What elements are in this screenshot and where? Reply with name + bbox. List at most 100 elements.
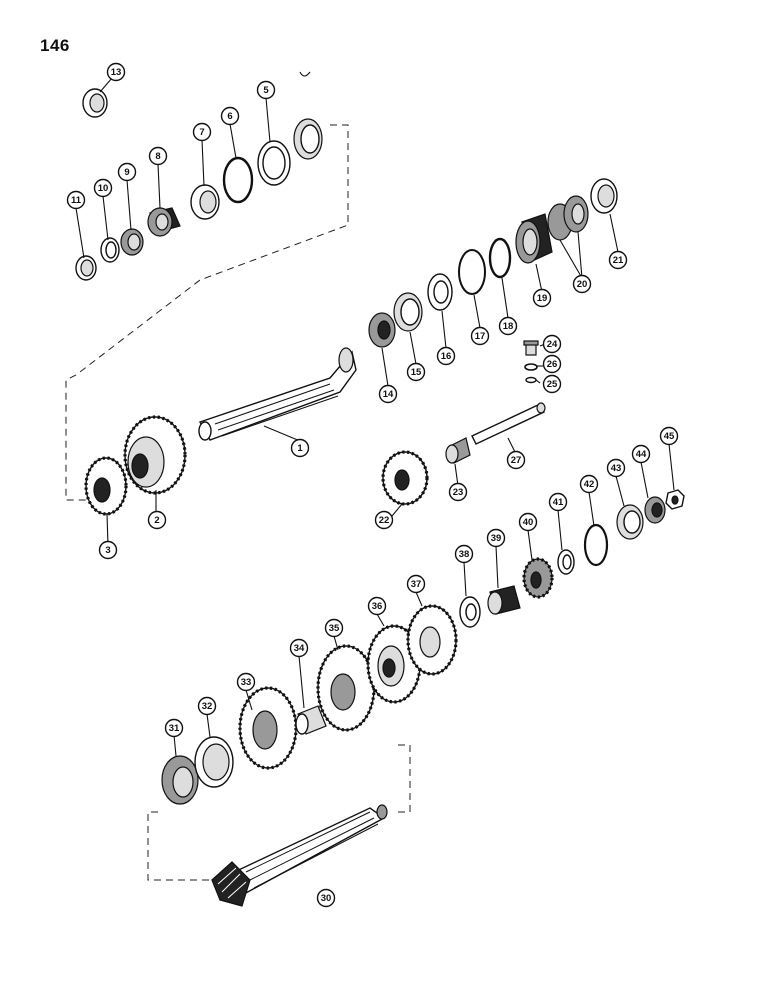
- callout-number: 2: [154, 515, 159, 526]
- callout-35: 35: [324, 618, 344, 638]
- callout-number: 14: [383, 389, 394, 400]
- callout-circle: [486, 528, 506, 548]
- part-39-bushing: [487, 585, 521, 615]
- callout-circle: [93, 178, 113, 198]
- callout-number: 10: [98, 183, 109, 194]
- callout-5: 5: [256, 80, 276, 100]
- callout-17: 17: [470, 326, 490, 346]
- callout-circle: [289, 638, 309, 658]
- part-7-collar: [190, 184, 220, 220]
- callout-number: 13: [111, 67, 122, 78]
- callout-24: 24: [542, 334, 562, 354]
- part-17-shim: [458, 249, 486, 295]
- assembly-dashed-line-upper: [65, 124, 349, 501]
- callout-8: 8: [148, 146, 168, 166]
- callout-15: 15: [406, 362, 426, 382]
- callout-circle: [220, 106, 240, 126]
- callout-circle: [192, 122, 212, 142]
- callout-circle: [608, 250, 628, 270]
- part-13-bearing-cup: [82, 88, 108, 118]
- callout-number: 5: [263, 85, 269, 96]
- part-31-bearing-cone: [161, 755, 199, 805]
- callout-circle: [542, 334, 562, 354]
- callout-circle: [659, 426, 679, 446]
- callout-circle: [147, 510, 167, 530]
- callout-number: 21: [613, 255, 624, 266]
- callout-9: 9: [117, 162, 137, 182]
- part-5-ring: [257, 140, 291, 186]
- callout-22: 22: [374, 510, 394, 530]
- callout-33: 33: [236, 672, 256, 692]
- part-8-sleeve: [147, 207, 181, 237]
- callout-19: 19: [532, 288, 552, 308]
- part-11-race: [75, 255, 97, 281]
- callout-37: 37: [406, 574, 426, 594]
- part-37-gear: [406, 604, 458, 676]
- callout-31: 31: [164, 718, 184, 738]
- callout-20: 20: [572, 274, 592, 294]
- callout-number: 20: [577, 279, 588, 290]
- part-3-gear: [84, 456, 128, 516]
- part-18-snap-ring: [488, 237, 512, 279]
- callout-circle: [406, 362, 426, 382]
- part-2-cluster-gear: [123, 415, 187, 495]
- callout-7: 7: [192, 122, 212, 142]
- part-27-shaft: [471, 402, 546, 445]
- callout-circle: [197, 696, 217, 716]
- callout-circle: [542, 354, 562, 374]
- part-42-snap-ring: [583, 523, 609, 567]
- callout-circle: [631, 444, 651, 464]
- callout-39: 39: [486, 528, 506, 548]
- callout-circle: [518, 512, 538, 532]
- callout-circle: [498, 316, 518, 336]
- part-16-washer: [427, 273, 453, 311]
- callout-circle: [532, 288, 552, 308]
- callout-circle: [579, 474, 599, 494]
- callout-circle: [436, 346, 456, 366]
- callout-23: 23: [448, 482, 468, 502]
- part-10-washer: [100, 237, 120, 263]
- callout-number: 45: [664, 431, 675, 442]
- part-40-gear: [522, 557, 554, 599]
- callout-circle: [506, 450, 526, 470]
- callout-number: 36: [372, 601, 383, 612]
- callout-16: 16: [436, 346, 456, 366]
- part-26-o-ring: [524, 363, 538, 371]
- callout-number: 38: [459, 549, 470, 560]
- callout-circle: [367, 596, 387, 616]
- callout-number: 32: [202, 701, 213, 712]
- callout-14: 14: [378, 384, 398, 404]
- callout-number: 6: [227, 111, 232, 122]
- callout-number: 41: [553, 497, 564, 508]
- callout-number: 33: [241, 677, 252, 688]
- callout-26: 26: [542, 354, 562, 374]
- callout-number: 3: [105, 545, 110, 556]
- callout-36: 36: [367, 596, 387, 616]
- assembly-dashed-line-lower: [147, 744, 411, 881]
- part-4-bearing-cup: [293, 71, 323, 160]
- part-24-plug: [523, 340, 539, 356]
- callout-21: 21: [608, 250, 628, 270]
- callout-number: 19: [537, 293, 548, 304]
- part-23-spacer: [445, 437, 471, 464]
- callout-circle: [572, 274, 592, 294]
- callout-number: 31: [169, 723, 180, 734]
- part-1-mainshaft: [198, 347, 357, 441]
- part-14-bearing-cone: [368, 312, 396, 348]
- callout-18: 18: [498, 316, 518, 336]
- callout-43: 43: [606, 458, 626, 478]
- callout-number: 27: [511, 455, 522, 466]
- callout-circle: [542, 374, 562, 394]
- part-41-washer: [557, 549, 575, 575]
- part-20-bearing-pair: [547, 195, 589, 241]
- callout-circle: [117, 162, 137, 182]
- callout-41: 41: [548, 492, 568, 512]
- callout-circle: [448, 482, 468, 502]
- callout-circle: [406, 574, 426, 594]
- callout-circle: [316, 888, 336, 908]
- part-25-washer: [525, 376, 537, 384]
- leader-lines: [75, 77, 675, 901]
- callout-number: 8: [155, 151, 160, 162]
- callout-number: 42: [584, 479, 595, 490]
